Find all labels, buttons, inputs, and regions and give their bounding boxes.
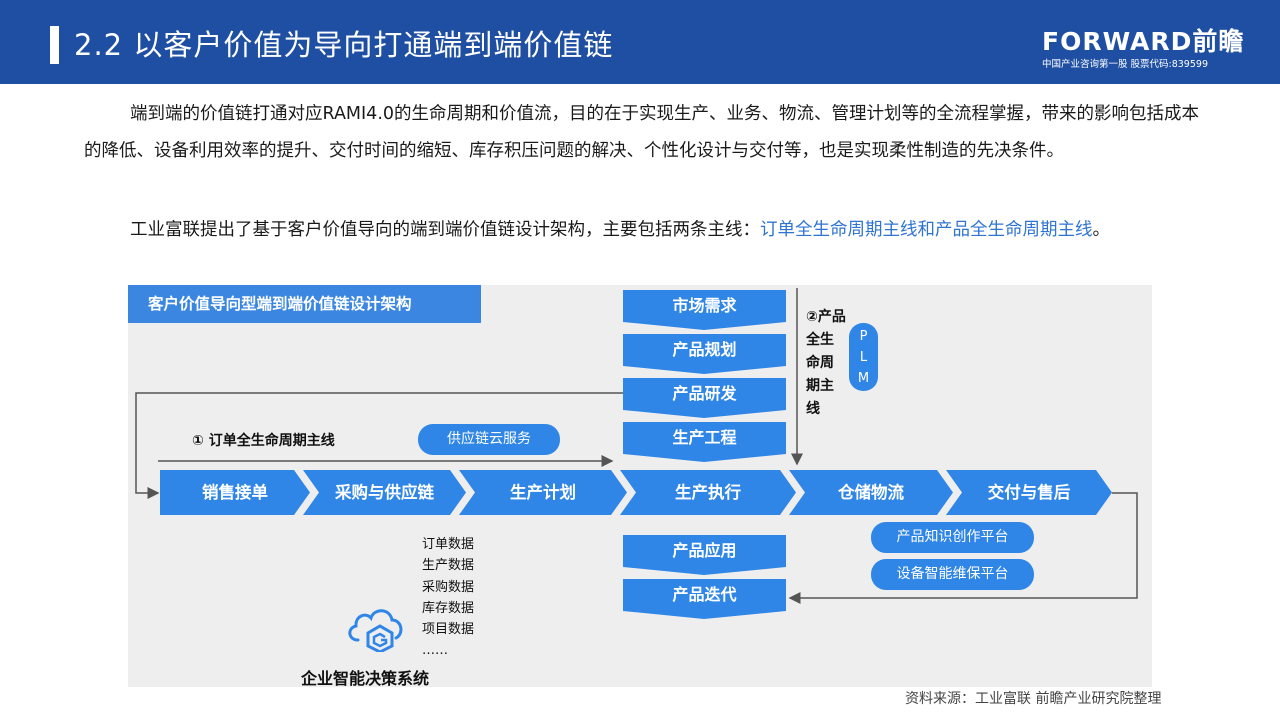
framework-paragraph: 工业富联提出了基于客户价值导向的端到端价值链设计架构，主要包括两条主线：订单全生… — [84, 212, 1204, 249]
step-arrow — [623, 322, 786, 330]
framework-text: 工业富联提出了基于客户价值导向的端到端价值链设计架构，主要包括两条主线： — [130, 220, 760, 240]
chevron-production-execution: 生产执行 — [620, 470, 796, 515]
data-item: 库存数据 — [422, 600, 475, 616]
brand-logo: FORWARD前瞻 — [1042, 27, 1245, 56]
step-production-engineering: 生产工程 — [623, 422, 786, 454]
data-item: 采购数据 — [422, 579, 475, 595]
header-bar: 2.2 以客户价值为导向打通端到端价值链 FORWARD前瞻 中国产业咨询第一股… — [0, 0, 1280, 84]
step-product-iteration: 产品迭代 — [623, 579, 786, 611]
plm-letter: M — [857, 371, 870, 386]
product-lifecycle-label: ②产品全生命周期主线 — [806, 309, 846, 417]
data-item: 生产数据 — [422, 558, 475, 574]
chevron-sales-order: 销售接单 — [160, 470, 310, 515]
source-note: 资料来源：工业富联 前瞻产业研究院整理 — [905, 691, 1162, 707]
data-list: 订单数据 生产数据 采购数据 库存数据 项目数据 …… — [422, 534, 474, 662]
step-product-planning: 产品规划 — [623, 334, 786, 366]
chevron-production-plan: 生产计划 — [459, 470, 627, 515]
cloud-icon — [348, 609, 403, 652]
step-arrow — [623, 366, 786, 374]
title-accent-bar — [50, 26, 59, 64]
maintenance-platform-pill: 设备智能维保平台 — [871, 559, 1034, 590]
supply-chain-cloud-pill: 供应链云服务 — [418, 424, 560, 455]
step-arrow — [623, 611, 786, 619]
step-arrow — [623, 454, 786, 462]
framework-end: 。 — [1092, 220, 1111, 240]
data-item: 订单数据 — [422, 537, 475, 552]
chevron-procurement: 采购与供应链 — [303, 470, 466, 515]
step-arrow — [623, 567, 786, 575]
step-product-application: 产品应用 — [623, 535, 786, 567]
chevron-warehouse-logistics: 仓储物流 — [789, 470, 953, 515]
decision-system-label: 企业智能决策系统 — [301, 669, 430, 688]
plm-badge: P L M — [849, 323, 878, 391]
page-title: 2.2 以客户价值为导向打通端到端价值链 — [74, 28, 614, 62]
step-market-demand: 市场需求 — [623, 290, 786, 322]
data-item: 项目数据 — [422, 622, 475, 638]
order-lifecycle-label: ① 订单全生命周期主线 — [192, 433, 335, 449]
chevron-delivery-aftersales: 交付与售后 — [946, 470, 1112, 515]
plm-letter: P — [859, 329, 868, 344]
step-arrow — [623, 410, 786, 418]
diagram-title: 客户价值导向型端到端价值链设计架构 — [128, 285, 481, 323]
step-product-rd: 产品研发 — [623, 378, 786, 410]
brand-tagline: 中国产业咨询第一股 股票代码:839599 — [1042, 59, 1208, 70]
plm-letter: L — [859, 350, 868, 365]
knowledge-platform-pill: 产品知识创作平台 — [871, 522, 1034, 553]
framework-highlight: 订单全生命周期主线和产品全生命周期主线 — [760, 220, 1093, 240]
intro-paragraph: 端到端的价值链打通对应RAMI4.0的生命周期和价值流，目的在于实现生产、业务、… — [84, 104, 1200, 161]
data-item: …… — [422, 643, 448, 659]
